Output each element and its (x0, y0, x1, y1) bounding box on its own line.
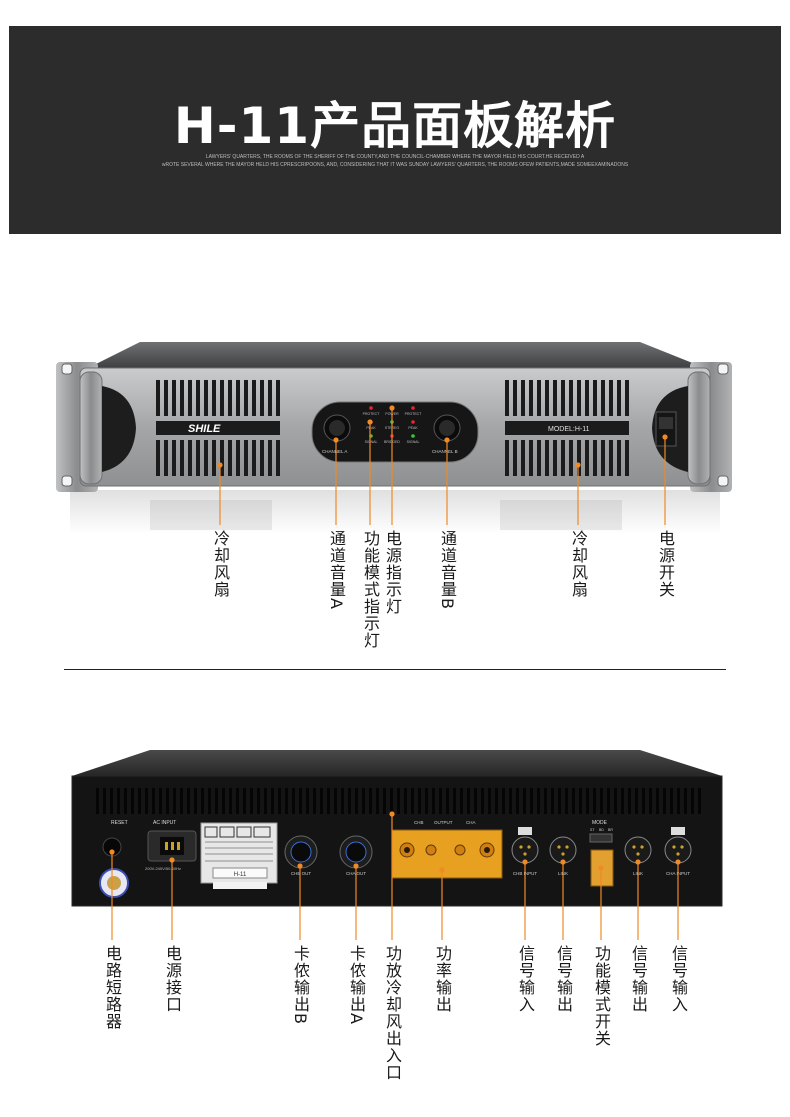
callout-speakon-a: 卡侬输出A (347, 945, 366, 1025)
front-panel: SHILE MODEL:H-11 CHANNEL A CHANNEL B PRO… (56, 342, 732, 534)
callout-speakon-b: 卡侬输出B (291, 945, 310, 1025)
callout-power-indicator: 电源指示灯 (383, 530, 402, 615)
xlr-input-b[interactable] (511, 836, 539, 864)
mode-switch[interactable] (589, 833, 613, 843)
fan-vent-right (505, 380, 629, 476)
callout-breaker: 电路短路器 (103, 945, 122, 1030)
brand-logo: SHILE (188, 423, 221, 435)
chb-out-label: CHB OUT (291, 871, 312, 876)
callout-mode-switch: 功能模式开关 (592, 945, 611, 1047)
led-label: PEAK (408, 426, 418, 430)
callout-signal-output-a: 信号输出 (629, 945, 648, 1013)
callout-volume-a: 通道音量A (327, 530, 346, 610)
rear-panel: RESET AC INPUT 200V-240V/50-60Hz H-11 CH… (71, 750, 723, 940)
mode-option: ST (590, 828, 595, 832)
subtitle-line-1: LAWYERS' QUARTERS, THE ROOMS OF THE SHER… (205, 154, 585, 160)
output-label: OUTPUT (434, 820, 453, 825)
mode-option: BR (608, 828, 613, 832)
callout-volume-b: 通道音量B (438, 530, 457, 610)
header-banner: H-11产品面板解析 LAWYERS' QUARTERS, THE ROOMS … (9, 26, 781, 234)
nameplate-model: H-11 (234, 872, 247, 878)
mode-label: MODE (592, 820, 608, 826)
page-title: H-11产品面板解析 (173, 97, 617, 155)
mode-option: BD (599, 828, 604, 832)
led-label: SIGNAL (407, 440, 420, 444)
callout-fan-vent: 功放冷却风出入口 (383, 945, 402, 1081)
callout-power-output: 功率输出 (433, 945, 452, 1013)
xlr-link-b[interactable] (549, 836, 577, 864)
rear-callout-lines (109, 811, 681, 940)
fan-vent-left (156, 380, 280, 476)
callout-power-inlet: 电源接口 (163, 945, 182, 1013)
model-label: MODEL:H-11 (548, 426, 590, 433)
xlr-input-a[interactable] (664, 836, 692, 864)
led-label: PEAK (366, 426, 376, 430)
led-label: SIGNAL (365, 440, 378, 444)
channel-a-label: CHANNEL A (322, 449, 347, 454)
callout-signal-input-a: 信号输入 (669, 945, 688, 1013)
callout-cooling-fan-right: 冷却风扇 (569, 530, 588, 598)
reset-label: RESET (111, 820, 128, 826)
channel-b-label: CHANNEL B (432, 449, 458, 454)
callout-signal-input-b: 信号输入 (516, 945, 535, 1013)
led-label: PROTECT (405, 412, 423, 416)
front-callout-lines (217, 405, 668, 525)
output-label-cha: CHA (466, 820, 476, 825)
ac-input-label: AC INPUT (153, 820, 176, 826)
callout-power-switch: 电源开关 (656, 530, 675, 598)
output-label-chb: CHB (414, 820, 424, 825)
callout-cooling-fan-left: 冷却风扇 (211, 530, 230, 598)
xlr-link-a[interactable] (624, 836, 652, 864)
section-divider (64, 669, 726, 670)
ac-voltage-label: 200V-240V/50-60Hz (145, 866, 181, 871)
rear-vent-row (96, 788, 701, 814)
callout-mode-indicator: 功能模式指示灯 (361, 530, 380, 649)
led-label: PROTECT (363, 412, 381, 416)
callout-signal-output-b: 信号输出 (554, 945, 573, 1013)
subtitle-line-2: wROTE SEVERAL WHERE THE MAYOR HELD HIS C… (161, 162, 629, 168)
